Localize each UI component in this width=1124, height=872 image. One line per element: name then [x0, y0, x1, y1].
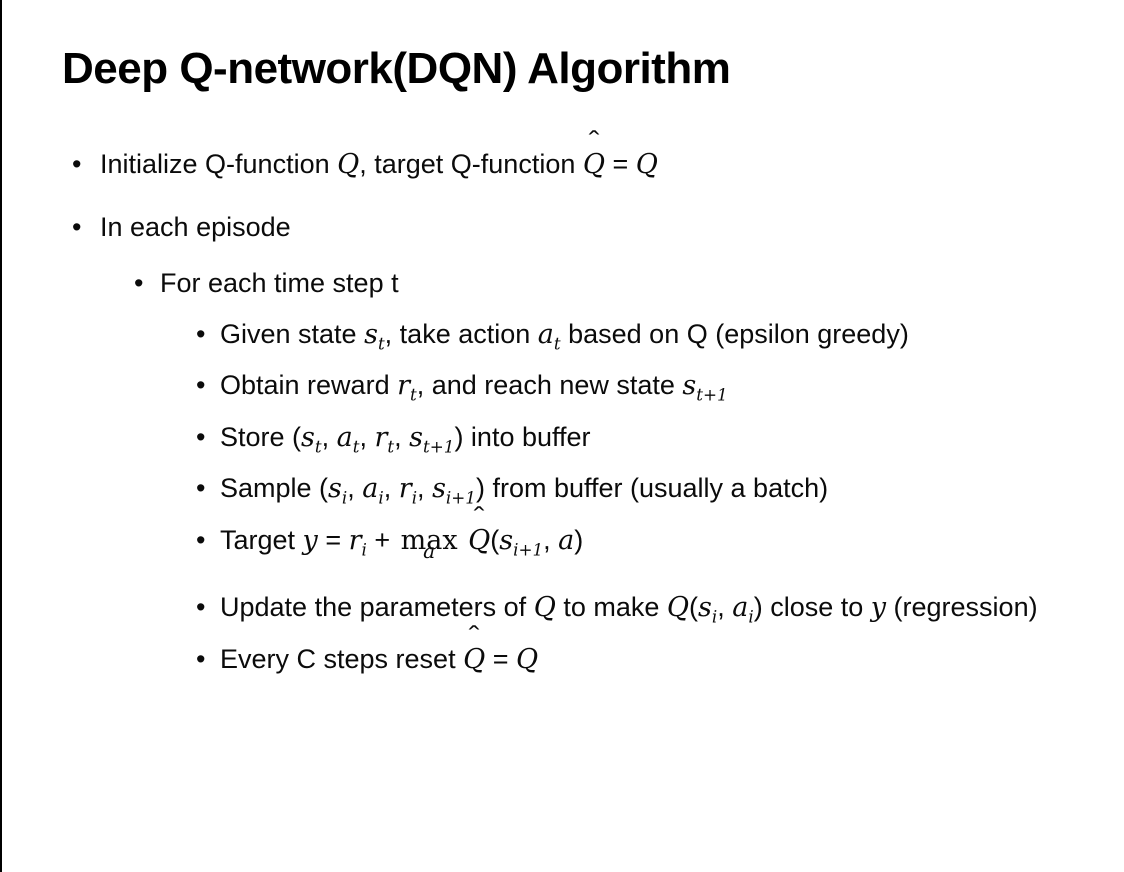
- bullet-item: • Update the parameters of Q to make Q(si…: [2, 584, 1124, 631]
- bullet-dot: •: [196, 592, 206, 623]
- bullet-item: • Initialize Q-function Q, target Q-funct…: [2, 129, 1124, 188]
- bullet-item: • Given state st, take action at based on…: [2, 311, 1124, 358]
- bullet-dot: •: [72, 148, 82, 179]
- bullet-text: Sample (si, ai, ri, si+1) from buffer (u…: [220, 473, 829, 508]
- bullet-item: • Store (st, at, rt, st+1) into buffer: [2, 414, 1124, 461]
- bullet-item: • Sample (si, ai, ri, si+1) from buffer (…: [2, 465, 1124, 512]
- bullet-text: Given state st, take action at based on …: [220, 318, 909, 354]
- bullet-item: • Obtain reward rt, and reach new state s…: [2, 362, 1124, 409]
- bullet-dot: •: [196, 473, 206, 504]
- bullet-text: Update the parameters of Q to make Q(si,…: [220, 592, 1038, 627]
- bullet-dot: •: [72, 212, 82, 243]
- bullet-dot: •: [196, 318, 206, 349]
- bullet-text: For each time step t: [160, 268, 399, 299]
- bullet-dot: •: [196, 643, 206, 674]
- bullet-dot: •: [196, 370, 206, 401]
- bullet-item: • For each time step t: [2, 260, 1124, 306]
- bullet-dot: •: [196, 524, 206, 555]
- bullet-item: • In each episode: [2, 204, 1124, 250]
- bullet-list: • Initialize Q-function Q, target Q-funct…: [2, 95, 1124, 683]
- bullet-text: Obtain reward rt, and reach new state st…: [220, 370, 728, 405]
- bullet-text: Initialize Q-function Q, target Q-functi…: [100, 129, 658, 188]
- bullet-dot: •: [196, 421, 206, 452]
- bullet-text: Store (st, at, rt, st+1) into buffer: [220, 421, 591, 457]
- bullet-dot: •: [134, 268, 144, 299]
- slide-title: Deep Q-network(DQN) Algorithm: [62, 44, 731, 93]
- bullet-text: In each episode: [100, 212, 291, 243]
